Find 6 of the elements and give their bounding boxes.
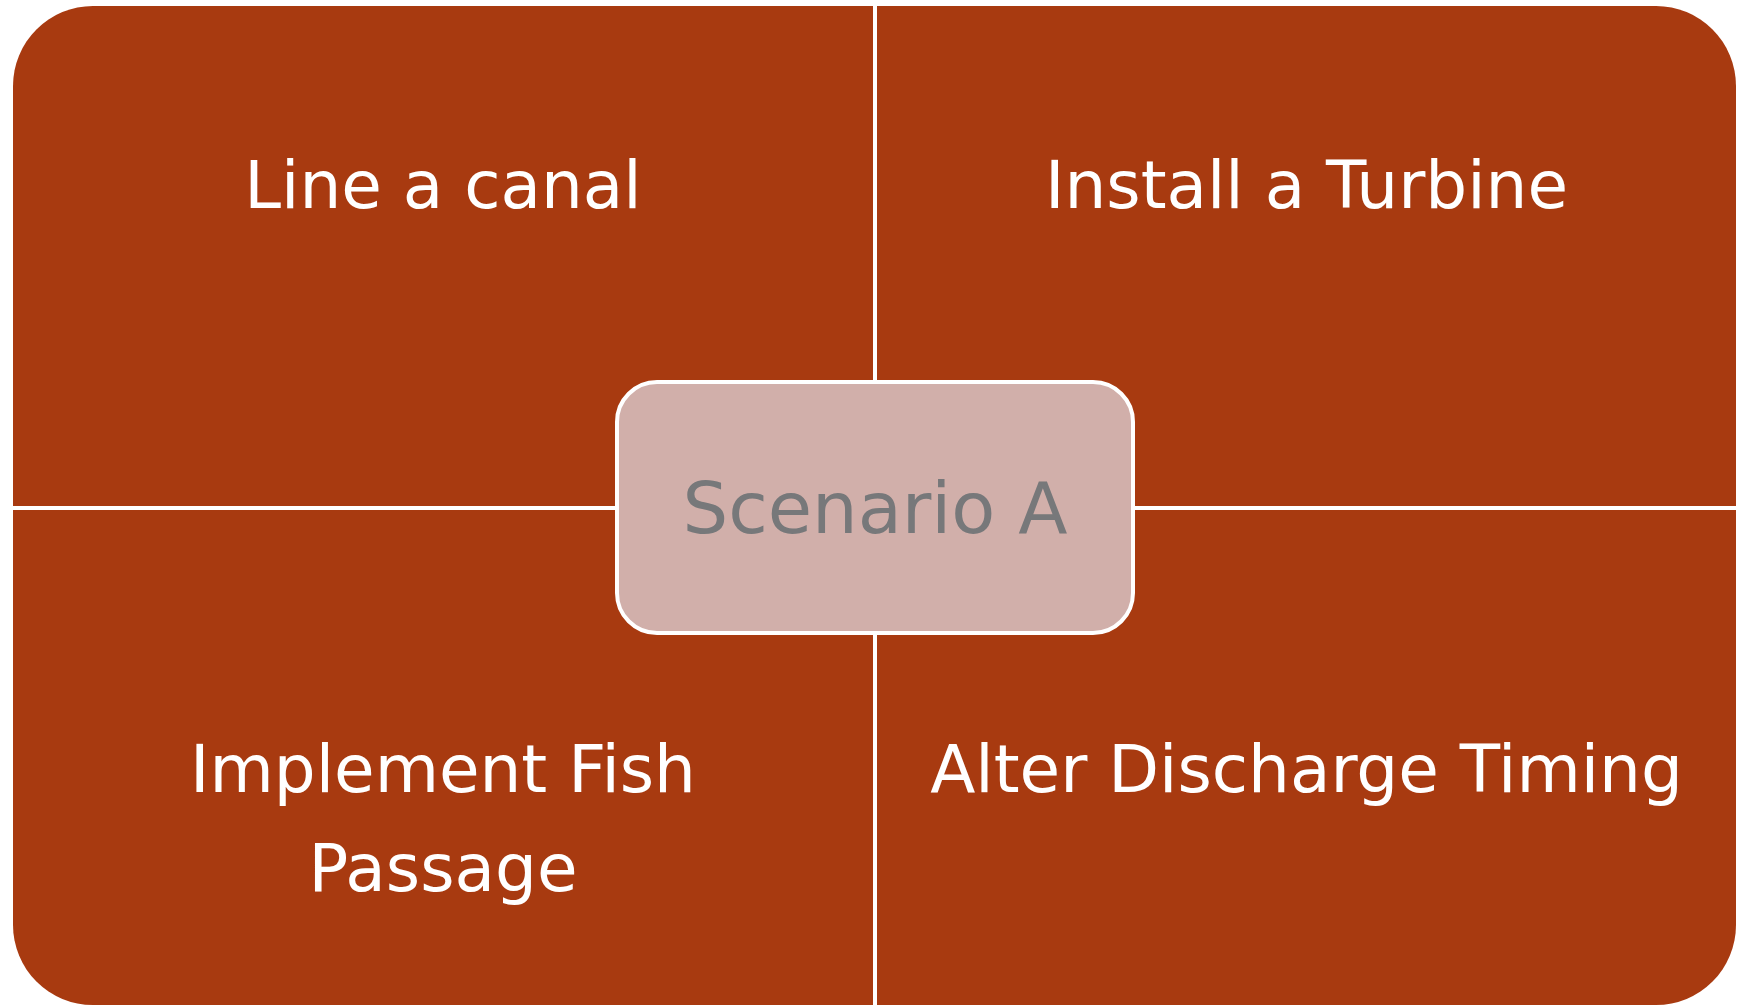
center-box [615,380,1135,635]
center-label: Scenario A [682,465,1068,550]
quadrant-label: Line a canal [243,146,643,226]
quadrant-label: Implement Fish Passage [189,730,697,909]
quadrant-label: Alter Discharge Timing [929,730,1684,810]
quadrant-label: Install a Turbine [1044,146,1569,226]
